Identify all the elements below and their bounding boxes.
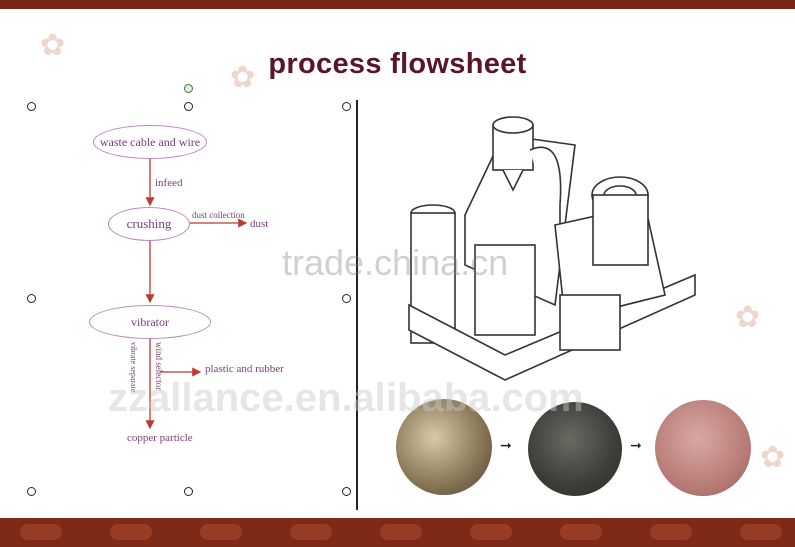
edge-label-dust-collection: dust collection bbox=[192, 210, 245, 220]
edge-label-vibrate: vibrate separate bbox=[129, 342, 138, 393]
granule-dark-photo-icon bbox=[528, 402, 622, 496]
resize-handle[interactable] bbox=[27, 294, 36, 303]
resize-handle[interactable] bbox=[27, 487, 36, 496]
top-band bbox=[0, 0, 795, 9]
arrow-right-icon: ➞ bbox=[630, 439, 642, 454]
copper-powder-photo-icon bbox=[655, 400, 751, 496]
edge-label-infeed: infeed bbox=[155, 177, 183, 189]
resize-handle[interactable] bbox=[342, 102, 351, 111]
leaf-decoration-icon: ✿ bbox=[760, 441, 786, 474]
leaf-decoration-icon: ✿ bbox=[735, 301, 761, 334]
rotate-handle[interactable] bbox=[184, 84, 193, 93]
node-crushing: crushing bbox=[108, 207, 190, 241]
resize-handle[interactable] bbox=[27, 102, 36, 111]
machine-illustration-icon bbox=[408, 116, 696, 381]
leaf-decoration-icon: ✿ bbox=[230, 61, 256, 94]
page-title: process flowsheet bbox=[268, 48, 527, 80]
node-plastic-rubber: plastic and rubber bbox=[205, 363, 284, 375]
resize-handle[interactable] bbox=[184, 102, 193, 111]
node-waste-cable: waste cable and wire bbox=[93, 125, 207, 159]
divider-line bbox=[356, 100, 358, 510]
resize-handle[interactable] bbox=[342, 294, 351, 303]
watermark-alibaba: zzallance.en.alibaba.com bbox=[108, 376, 584, 420]
resize-handle[interactable] bbox=[184, 487, 193, 496]
node-vibrator: vibrator bbox=[89, 305, 211, 339]
bottom-band bbox=[0, 518, 795, 547]
node-dust: dust bbox=[250, 218, 269, 230]
resize-handle[interactable] bbox=[342, 487, 351, 496]
cable-scrap-photo-icon bbox=[396, 399, 492, 495]
edge-label-wind: wind selector bbox=[154, 342, 164, 391]
watermark-trade: trade.china.cn bbox=[282, 242, 509, 283]
node-copper-particle: copper particle bbox=[127, 432, 193, 444]
flow-arrows bbox=[145, 158, 248, 430]
arrow-right-icon: ➞ bbox=[500, 439, 512, 454]
leaf-decoration-icon: ✿ bbox=[40, 29, 66, 62]
